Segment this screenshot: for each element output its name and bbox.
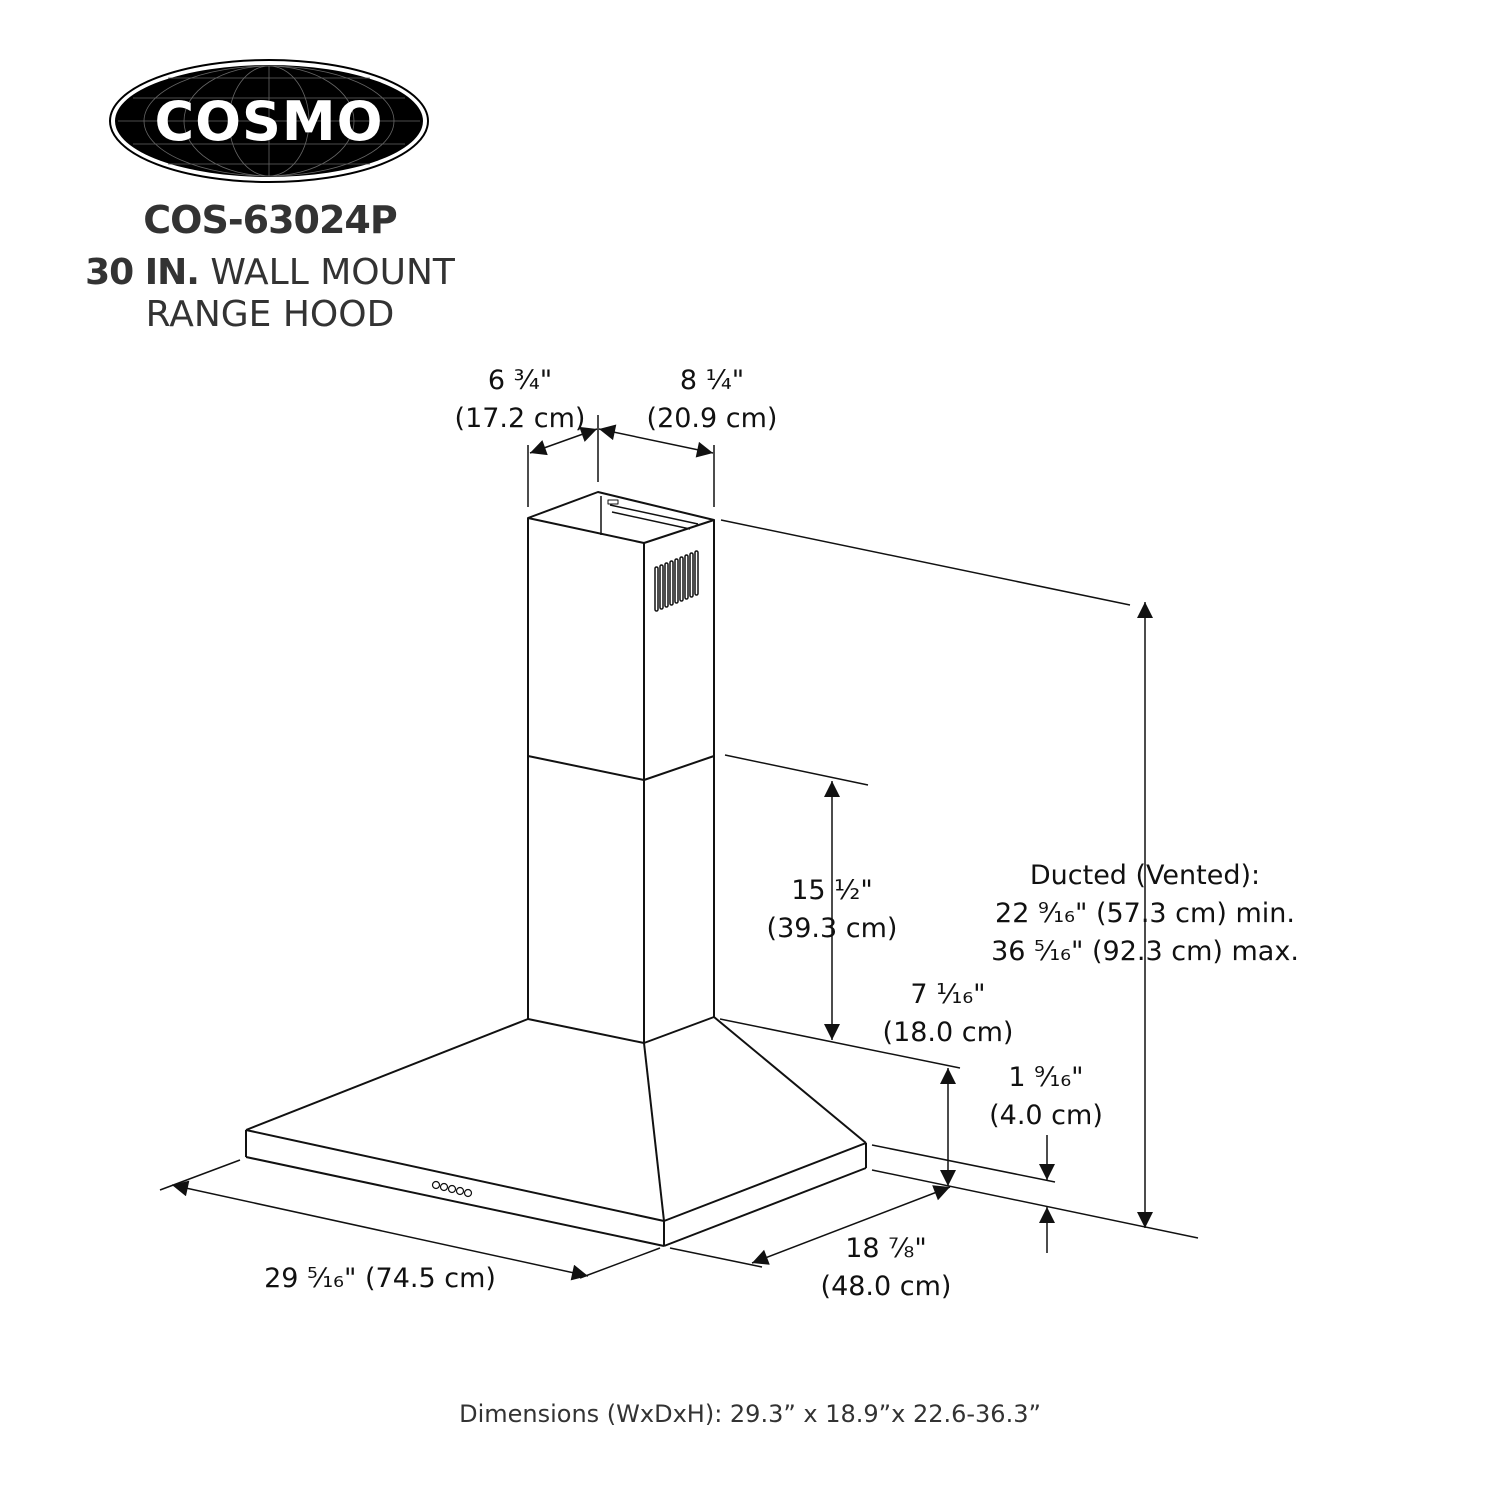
- overall-depth-cm: (48.0 cm): [820, 1271, 952, 1302]
- model-number: COS-63024P: [143, 198, 397, 242]
- product-title-line2: RANGE HOOD: [145, 294, 395, 335]
- lower-chimney: [527, 756, 715, 1043]
- chimney-width-cm: (20.9 cm): [646, 403, 778, 434]
- cosmo-logo: COSMO: [108, 58, 430, 184]
- upper-chimney: [527, 491, 715, 781]
- ducted-label: Ducted (Vented):: [1029, 860, 1261, 891]
- chimney-depth-cm: (17.2 cm): [454, 403, 586, 434]
- overall-depth-label: 18 ⅞" (48.0 cm): [796, 1230, 976, 1306]
- canopy-height-cm: (18.0 cm): [882, 1017, 1014, 1048]
- size-label: 30 IN.: [85, 252, 200, 293]
- product-title-line1: 30 IN. WALL MOUNT: [80, 252, 460, 293]
- front-edge-height-cm: (4.0 cm): [989, 1100, 1103, 1131]
- upper-chimney-height-inch: 15 ½": [791, 875, 873, 906]
- ducted-height-label: Ducted (Vented): 22 ⁹⁄₁₆" (57.3 cm) min.…: [965, 857, 1325, 971]
- chimney-depth-label: 6 ¾" (17.2 cm): [430, 362, 610, 438]
- ducted-max: 36 ⁵⁄₁₆" (92.3 cm) max.: [991, 936, 1299, 967]
- ducted-min: 22 ⁹⁄₁₆" (57.3 cm) min.: [995, 898, 1295, 929]
- upper-chimney-height-cm: (39.3 cm): [766, 913, 898, 944]
- canopy-height-label: 7 ¹⁄₁₆" (18.0 cm): [858, 976, 1038, 1052]
- vent-slots: [654, 550, 699, 612]
- canopy-height-inch: 7 ¹⁄₁₆": [910, 979, 986, 1010]
- front-edge-height-label: 1 ⁹⁄₁₆" (4.0 cm): [956, 1059, 1136, 1135]
- overall-width-label: 29 ⁵⁄₁₆" (74.5 cm): [264, 1263, 496, 1294]
- logo-text: COSMO: [154, 89, 384, 153]
- globe-logo-icon: [109, 59, 429, 183]
- upper-chimney-height-label: 15 ½" (39.3 cm): [742, 872, 922, 948]
- dimensions-summary: Dimensions (WxDxH): 29.3” x 18.9”x 22.6-…: [459, 1400, 1041, 1428]
- overall-depth-inch: 18 ⅞": [845, 1233, 927, 1264]
- chimney-depth-inch: 6 ¾": [487, 365, 553, 396]
- chimney-width-label: 8 ¼" (20.9 cm): [622, 362, 802, 438]
- front-edge-height-inch: 1 ⁹⁄₁₆": [1008, 1062, 1084, 1093]
- control-buttons: [431, 1180, 473, 1198]
- chimney-width-inch: 8 ¼": [679, 365, 745, 396]
- canopy: [245, 1016, 867, 1247]
- type-line1: WALL MOUNT: [210, 252, 455, 293]
